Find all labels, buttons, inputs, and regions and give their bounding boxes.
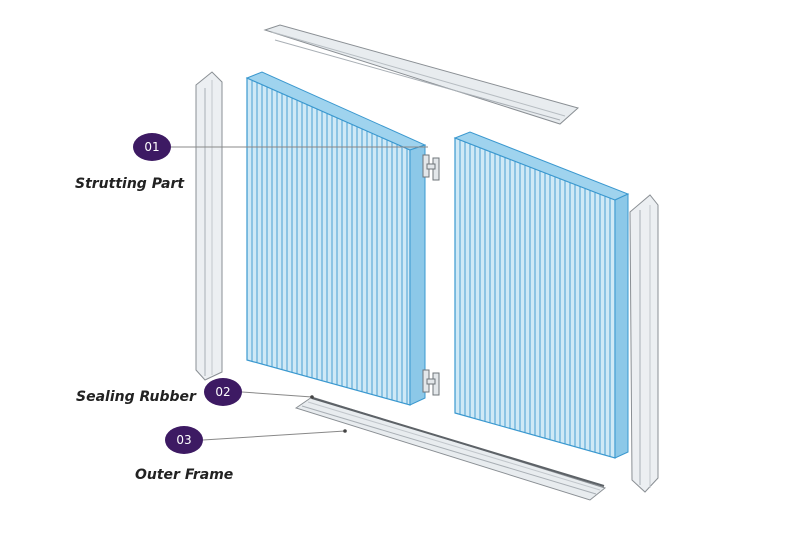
leader-line-03 bbox=[202, 430, 346, 441]
callout-label-strutting-part: Strutting Part bbox=[75, 176, 185, 192]
top-frame-bar bbox=[263, 24, 580, 125]
h-connector-bottom bbox=[422, 369, 440, 396]
right-polycarbonate-panel bbox=[453, 131, 630, 459]
h-connector-top bbox=[422, 154, 440, 181]
callout-label-sealing-rubber: Sealing Rubber bbox=[76, 389, 196, 405]
sealing-rubber-strip bbox=[311, 397, 605, 487]
callout-badge-02: 02 bbox=[204, 378, 242, 406]
leader-line-02 bbox=[241, 391, 313, 398]
leader-dot-03 bbox=[343, 429, 347, 433]
left-vertical-frame bbox=[195, 71, 223, 381]
left-polycarbonate-panel bbox=[245, 71, 427, 406]
callout-label-outer-frame: Outer Frame bbox=[135, 467, 234, 483]
bottom-outer-frame bbox=[294, 396, 607, 501]
right-vertical-frame bbox=[629, 194, 659, 493]
callout-badge-01: 01 bbox=[133, 133, 171, 161]
leader-dot-02 bbox=[310, 395, 314, 399]
callout-badge-03: 03 bbox=[165, 426, 203, 454]
